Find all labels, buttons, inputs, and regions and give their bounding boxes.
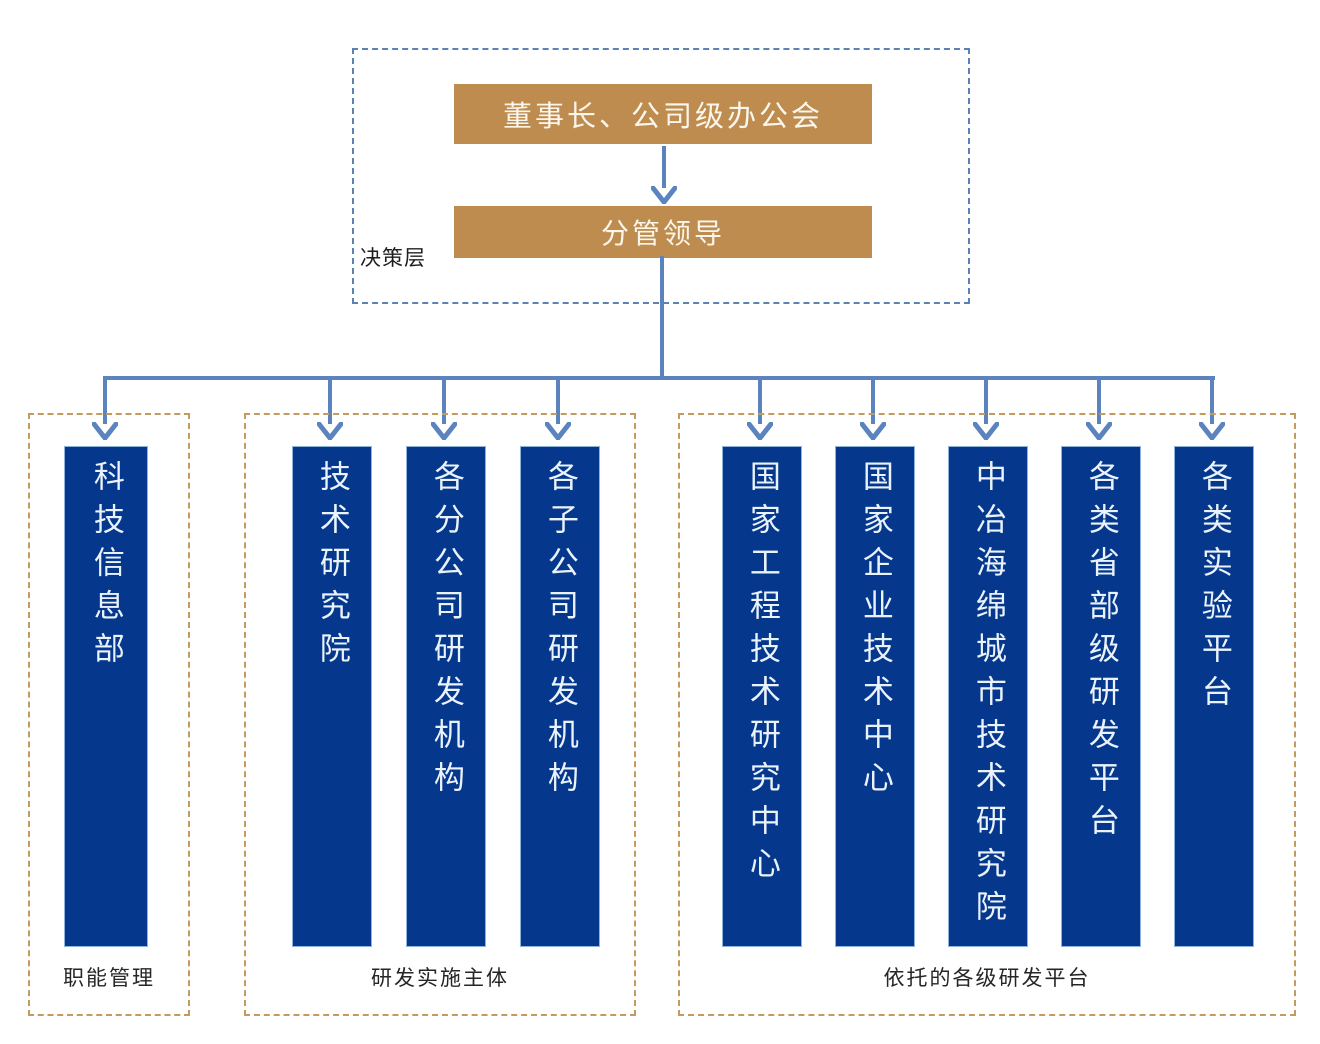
arrow-stem <box>1097 378 1101 424</box>
branch-arrow <box>92 378 118 442</box>
arrow-stem <box>556 378 560 424</box>
node-label: 各类省部级研发平台 <box>1083 460 1119 847</box>
arrow-stem <box>662 146 666 188</box>
connector-branch-line <box>103 376 1215 380</box>
node-lab-platforms: 各类实验平台 <box>1174 446 1254 947</box>
branch-arrow <box>747 378 773 442</box>
node-label: 科技信息部 <box>88 460 124 675</box>
node-label: 各类实验平台 <box>1196 460 1232 718</box>
branch-arrow <box>1199 378 1225 442</box>
node-national-enterprise-center: 国家企业技术中心 <box>835 446 915 947</box>
node-label: 各分公司研发机构 <box>428 460 464 804</box>
arrow-down-icon <box>317 422 343 440</box>
node-sponge-city-institute: 中冶海绵城市技术研究院 <box>948 446 1028 947</box>
arrow-down-icon <box>651 186 677 204</box>
connector-stem <box>660 256 664 378</box>
leader-label: 分管领导 <box>600 218 725 249</box>
arrow-stem <box>871 378 875 424</box>
branch-arrow <box>1086 378 1112 442</box>
node-label: 国家企业技术中心 <box>857 460 893 804</box>
group-rd-implementation: 技术研究院 各分公司研发机构 各子公司研发机构 研发实施主体 <box>244 413 636 1016</box>
branch-arrow <box>973 378 999 442</box>
arrow-down-icon <box>545 422 571 440</box>
arrow-down-icon <box>92 422 118 440</box>
arrow-stem <box>442 378 446 424</box>
arrow-down-icon <box>973 422 999 440</box>
node-label: 各子公司研发机构 <box>542 460 578 804</box>
node-label: 技术研究院 <box>314 460 350 675</box>
arrow-down-icon <box>1199 422 1225 440</box>
node-label: 中冶海绵城市技术研究院 <box>970 460 1006 933</box>
branch-arrow <box>431 378 457 442</box>
node-tech-info-dept: 科技信息部 <box>64 446 148 947</box>
arrow-stem <box>103 378 107 424</box>
group-label-functional: 职能管理 <box>63 967 155 990</box>
leader-node: 分管领导 <box>454 206 872 258</box>
group-label-rd: 研发实施主体 <box>371 967 509 990</box>
branch-arrow <box>860 378 886 442</box>
arrow-stem <box>1210 378 1214 424</box>
group-rd-platforms: 国家工程技术研究中心 国家企业技术中心 中冶海绵城市技术研究院 各类省部级研发平… <box>678 413 1296 1016</box>
node-national-engineering-center: 国家工程技术研究中心 <box>722 446 802 947</box>
chairman-office-node: 董事长、公司级办公会 <box>454 84 872 144</box>
node-tech-research-institute: 技术研究院 <box>292 446 372 947</box>
arrow-down-icon <box>860 422 886 440</box>
arrow-down-icon <box>1086 422 1112 440</box>
arrow-stem <box>328 378 332 424</box>
group-functional-management: 科技信息部 职能管理 <box>28 413 190 1016</box>
group-label-platforms: 依托的各级研发平台 <box>883 967 1091 990</box>
decision-layer-box: 董事长、公司级办公会 分管领导 决策层 <box>352 48 970 304</box>
arrow-down-icon <box>431 422 457 440</box>
arrow-stem <box>758 378 762 424</box>
decision-layer-label: 决策层 <box>360 247 426 270</box>
arrow-stem <box>984 378 988 424</box>
branch-arrow <box>317 378 343 442</box>
node-label: 国家工程技术研究中心 <box>744 460 780 890</box>
branch-arrow <box>651 146 677 206</box>
node-subsidiary-rd: 各子公司研发机构 <box>520 446 600 947</box>
arrow-down-icon <box>747 422 773 440</box>
node-branch-company-rd: 各分公司研发机构 <box>406 446 486 947</box>
chairman-office-label: 董事长、公司级办公会 <box>502 101 823 133</box>
branch-arrow <box>545 378 571 442</box>
node-provincial-platforms: 各类省部级研发平台 <box>1061 446 1141 947</box>
